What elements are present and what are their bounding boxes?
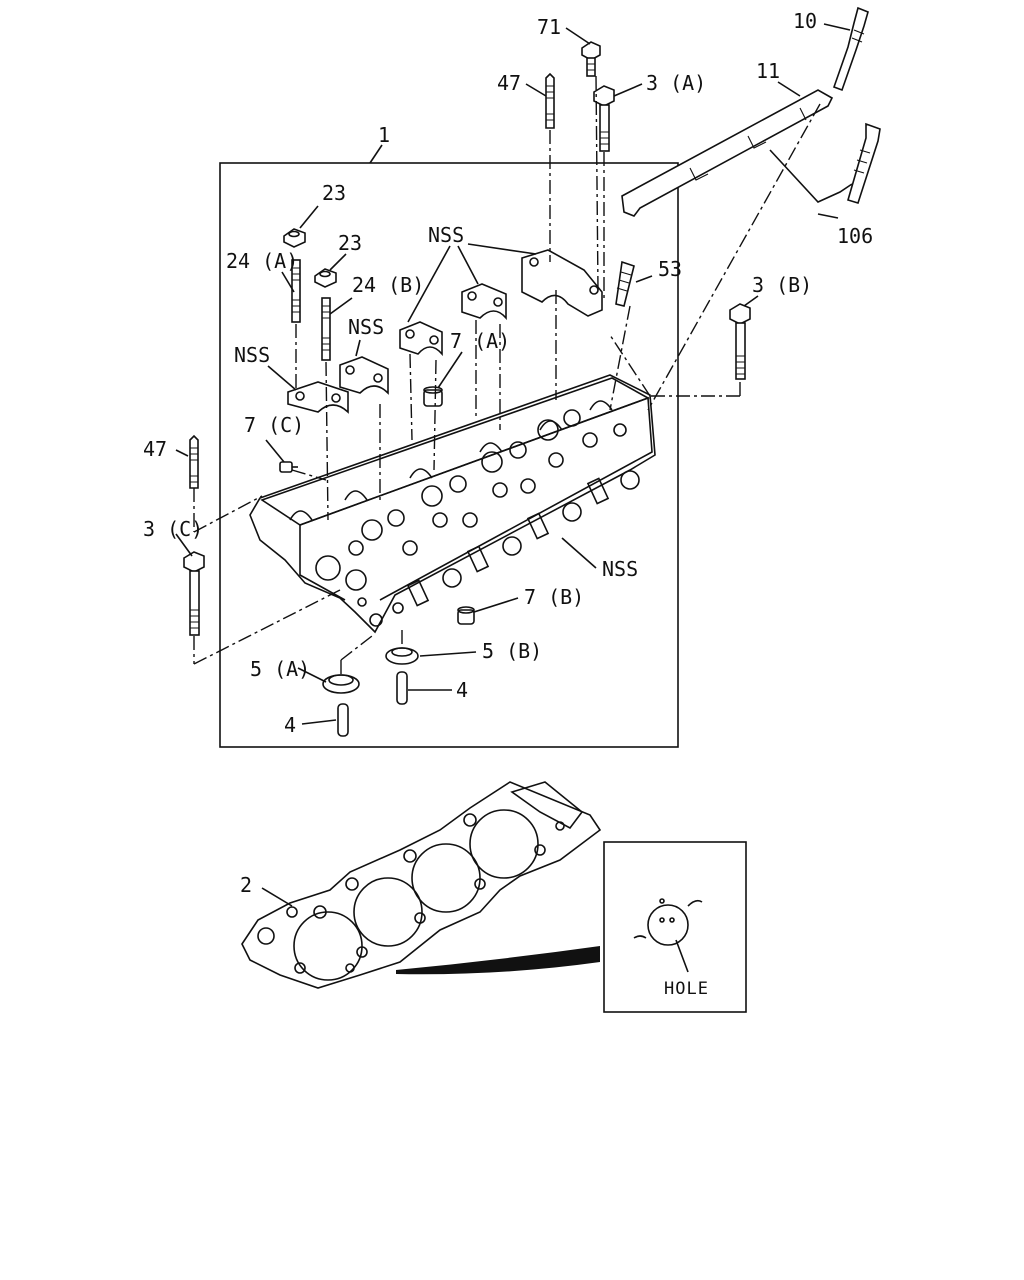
stud-24b [321,297,331,361]
bolt-3b [729,303,751,380]
callout-hole: HOLE [664,979,709,999]
callout-7c: 7 (C) [244,413,304,437]
seal-5a [322,674,360,694]
callout-47-top: 47 [497,71,521,95]
callout-3a: 3 (A) [646,71,706,95]
stud-53 [615,260,635,307]
bearing-cap-5 [521,249,603,317]
stud-47-top [545,72,555,129]
callout-24a: 24 (A) [226,249,298,273]
glow-plug-10 [832,6,869,92]
callout-47-left: 47 [143,437,167,461]
bearing-cap-1 [287,381,349,414]
stud-24a [291,259,301,323]
callout-nss-top: NSS [428,223,464,247]
plug-7a [423,386,443,407]
head-gasket [241,781,602,989]
bearing-cap-4 [461,283,507,321]
callout-7b: 7 (B) [524,585,584,609]
callout-24b: 24 (B) [352,273,424,297]
nut-23-lower [314,268,337,288]
plug-7b [457,606,475,625]
bolt-7c [279,461,298,473]
callout-10: 10 [793,9,817,33]
hole-detail [633,898,703,973]
callout-nss-mid: NSS [348,315,384,339]
callout-nss-side: NSS [602,557,638,581]
dowel-4-right [396,671,408,705]
callout-7a: 7 (A) [450,329,510,353]
callout-5a: 5 (A) [250,657,310,681]
callout-106: 106 [837,224,873,248]
callout-71: 71 [537,15,561,39]
callout-4-left: 4 [284,713,296,737]
cylinder-head [249,374,656,634]
callout-1: 1 [378,123,390,147]
connector-plate-11 [621,89,834,217]
leader-lines [175,23,853,907]
bolt-3a [593,85,615,152]
phantom-lines [193,75,821,675]
callout-53: 53 [658,257,682,281]
bolt-3c [183,551,205,636]
callout-3b: 3 (B) [752,273,812,297]
bearing-cap-3 [399,321,443,357]
seal-5b [385,647,419,665]
callout-5b: 5 (B) [482,639,542,663]
callout-11: 11 [756,59,780,83]
callout-nss-left: NSS [234,343,270,367]
detail-sweep [396,946,600,975]
callout-2: 2 [240,873,252,897]
injector-106 [847,122,881,204]
stud-47-left [189,434,199,489]
callout-4-right: 4 [456,678,468,702]
bearing-cap-2 [339,356,389,395]
hole-detail-frame [603,841,747,1013]
callout-3c: 3 (C) [143,517,203,541]
dowel-4-left [337,703,349,737]
cylinder-head-assembly-frame [219,162,679,748]
callout-23-upper: 23 [322,181,346,205]
callout-23-lower: 23 [338,231,362,255]
callout-labels: 71 10 11 47 3 (A) 1 106 23 23 24 (A) 24 … [143,9,873,999]
bolt-71 [581,41,601,77]
nut-23-upper [283,228,306,248]
